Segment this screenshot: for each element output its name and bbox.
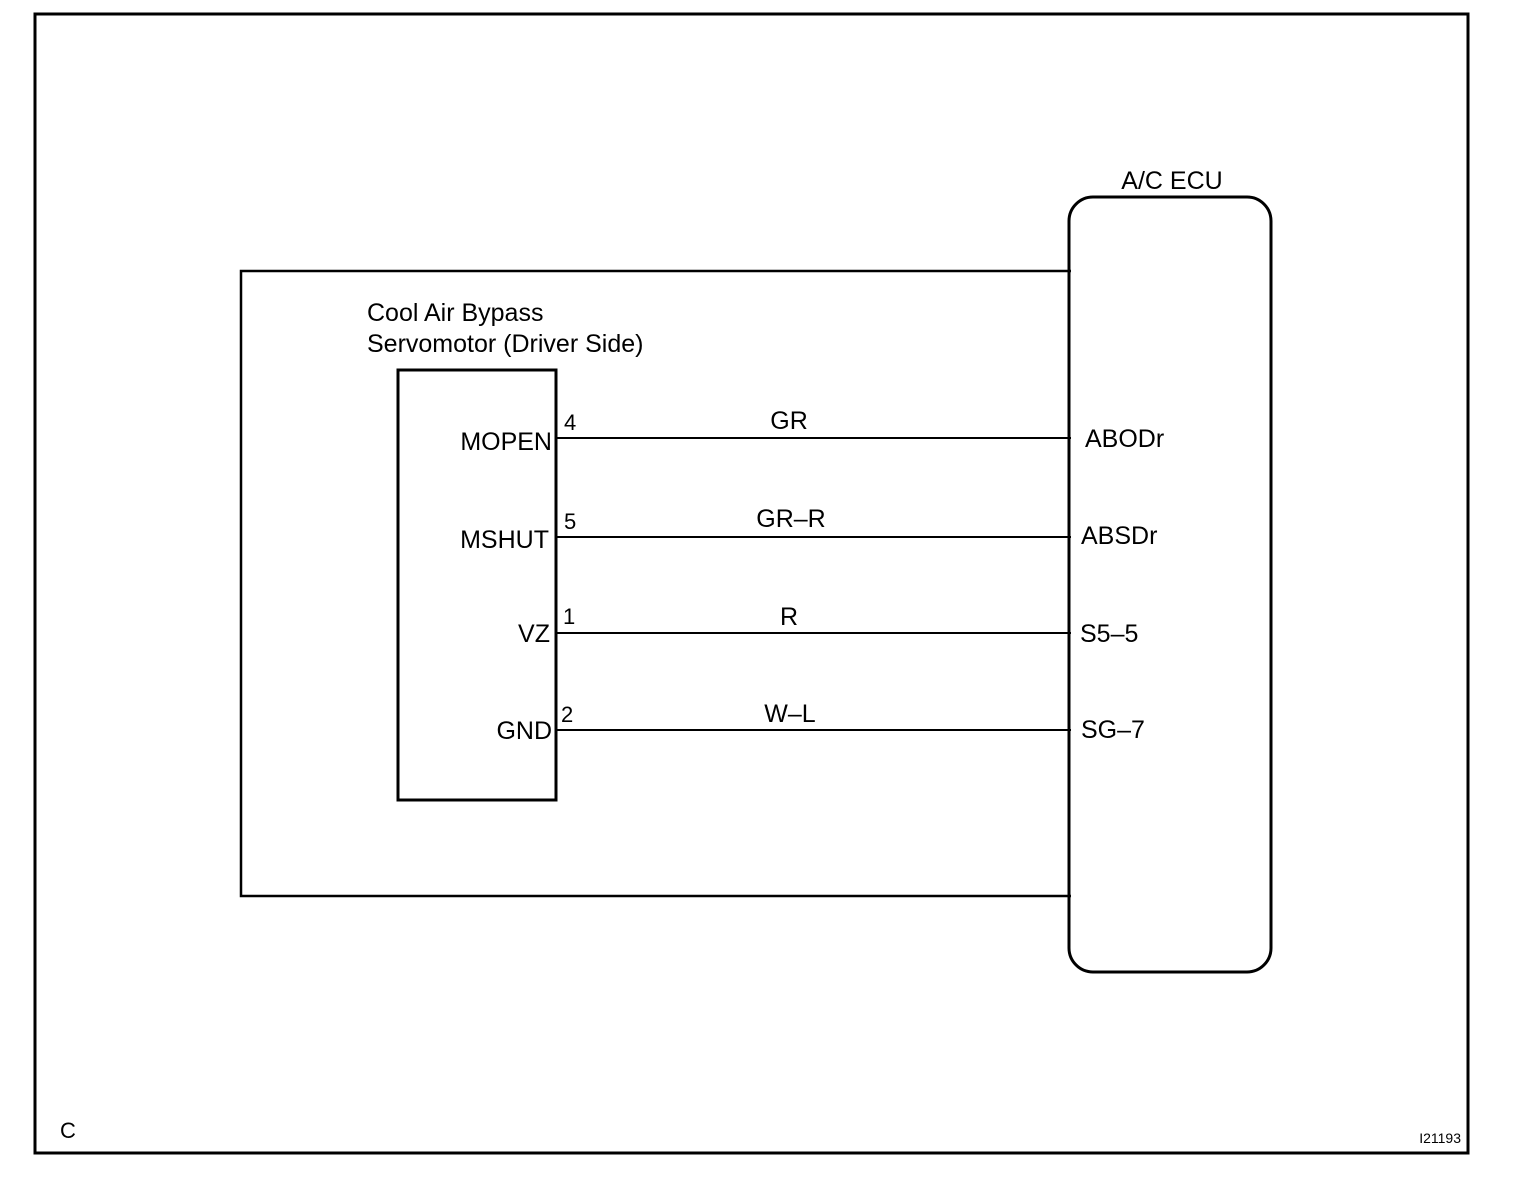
pin-number: 5 (564, 509, 576, 534)
ecu-terminal-label: ABSDr (1081, 522, 1157, 550)
outer-frame (33, 12, 1470, 1155)
corner-letter: C (60, 1118, 76, 1143)
figure-code: I21193 (1419, 1130, 1461, 1146)
ecu-terminal-label: SG–7 (1081, 716, 1145, 744)
wire-color-label: GR–R (756, 505, 825, 533)
wire-row: VZ 1 R S5–5 (518, 603, 1138, 648)
pin-number: 4 (564, 410, 576, 435)
wire-color-label: W–L (764, 700, 816, 728)
terminal-label: VZ (518, 620, 550, 648)
ecu-box (1067, 195, 1273, 974)
component-title-line2: Servomotor (Driver Side) (367, 330, 643, 358)
wire-row: GND 2 W–L SG–7 (496, 700, 1145, 745)
wire-color-label: R (780, 603, 798, 631)
harness-enclosure (239, 269, 1071, 898)
terminal-label: MSHUT (460, 526, 549, 554)
pin-number: 2 (561, 702, 573, 727)
wire-row: MOPEN 4 GR ABODr (460, 407, 1164, 456)
pin-number: 1 (563, 604, 575, 629)
wire-color-label: GR (770, 407, 808, 435)
terminal-label: GND (496, 717, 552, 745)
terminal-label: MOPEN (460, 428, 552, 456)
ecu-title: A/C ECU (1121, 167, 1222, 195)
ecu-terminal-label: ABODr (1085, 425, 1164, 453)
servomotor-box (396, 368, 558, 802)
wire-row: MSHUT 5 GR–R ABSDr (460, 505, 1157, 554)
ecu-terminal-label: S5–5 (1080, 620, 1138, 648)
component-title-line1: Cool Air Bypass (367, 299, 543, 327)
